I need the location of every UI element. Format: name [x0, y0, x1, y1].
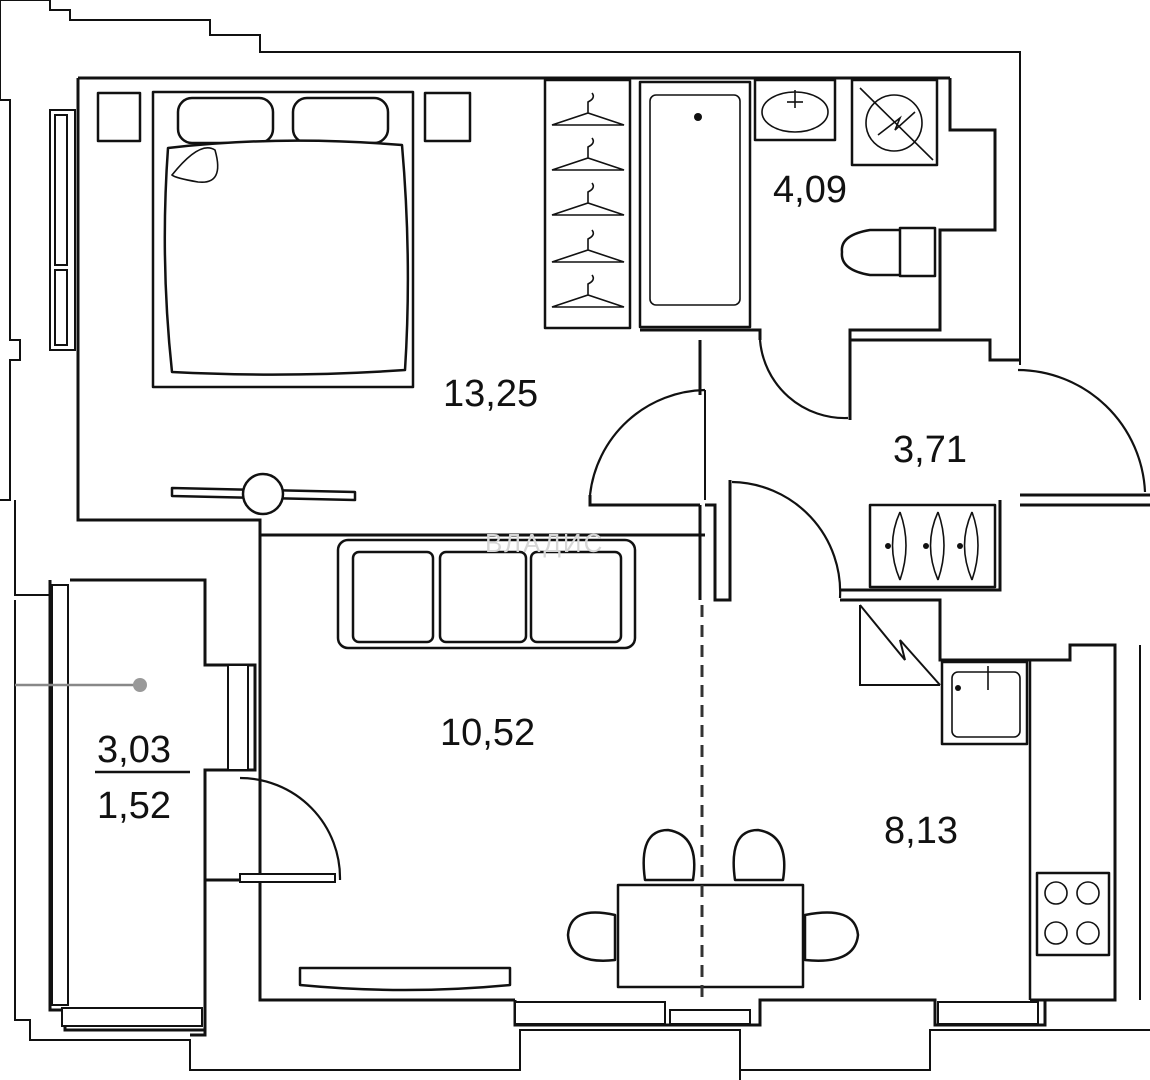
window-balcony-left	[51, 584, 69, 1006]
tv-stand-bedroom	[170, 472, 357, 516]
hall-area-label: 3,71	[893, 429, 967, 471]
bathtub	[638, 80, 752, 329]
door-entrance	[1017, 368, 1147, 493]
doors	[239, 339, 1147, 883]
toilet	[840, 226, 937, 278]
dining-set	[566, 828, 860, 989]
bed	[151, 90, 415, 389]
bathroom-area-label: 4,09	[773, 169, 847, 211]
nightstand-left	[96, 91, 142, 143]
balcony-marker	[15, 678, 147, 692]
wardrobe-hall	[868, 503, 997, 589]
window-living-bottom	[514, 1001, 666, 1025]
door-bedroom	[588, 388, 706, 496]
living-area-label: 10,52	[440, 712, 535, 754]
kitchen-area-label: 8,13	[884, 810, 958, 852]
door-bathroom	[758, 339, 849, 420]
door-living	[731, 480, 842, 599]
kitchen-counter	[940, 660, 1032, 1000]
nightstand-right	[423, 91, 472, 143]
window-kitchen-bottom	[937, 1001, 1039, 1025]
wardrobe-bedroom	[543, 78, 632, 330]
sofa	[336, 538, 637, 650]
watermark: ВЛАДИС	[485, 528, 604, 558]
sink-bathroom	[753, 78, 837, 142]
window-living-side	[227, 664, 249, 771]
tv-stand-living	[298, 966, 512, 992]
window-balcony-bottom	[61, 1007, 203, 1027]
cooktop	[1035, 871, 1111, 957]
washing-machine	[850, 78, 939, 167]
balcony-area-full-label: 3,03	[97, 729, 171, 771]
bedroom-area-label: 13,25	[443, 373, 538, 415]
door-balcony	[239, 776, 342, 881]
windows	[49, 109, 1039, 1027]
balcony-area-reduced-label: 1,52	[97, 785, 171, 827]
walls	[15, 76, 1150, 1037]
